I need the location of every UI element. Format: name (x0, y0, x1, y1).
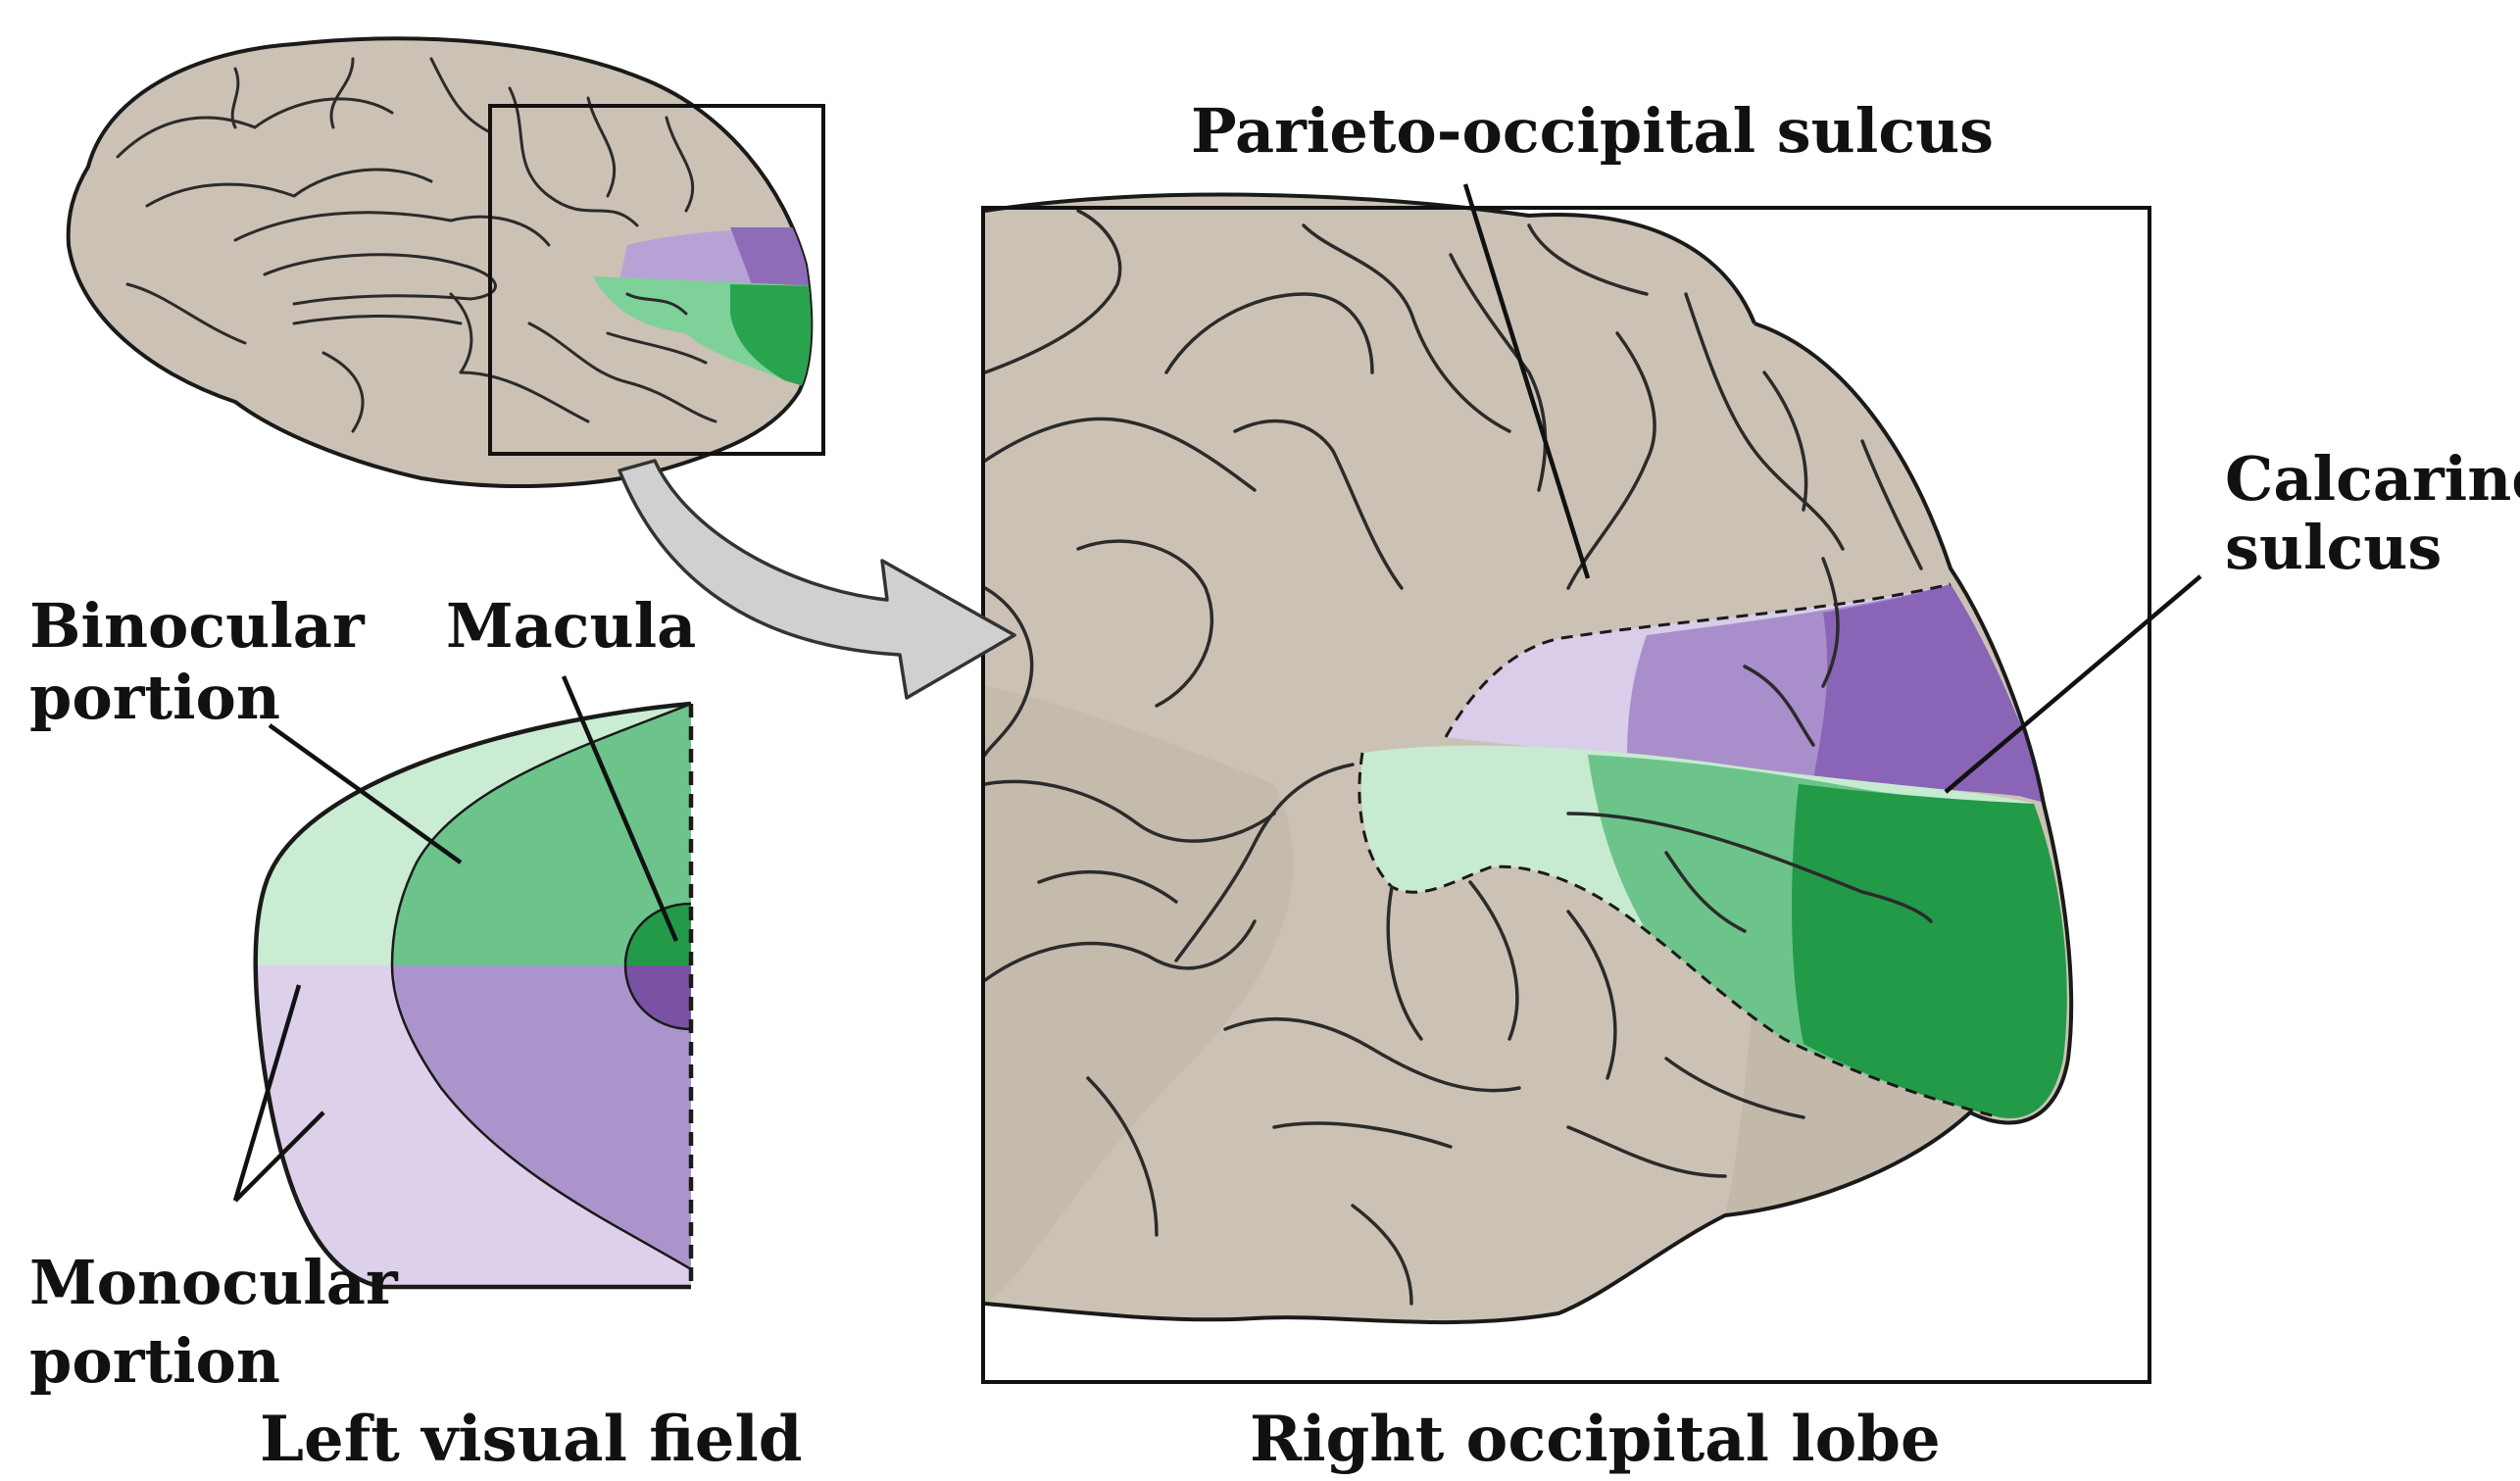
magnify-arrow (619, 461, 1014, 698)
label-macula: Macula (446, 590, 696, 662)
caption-right-occipital-lobe: Right occipital lobe (1250, 1403, 1941, 1476)
label-parieto-occipital-sulcus: Parieto-occipital sulcus (1191, 95, 1994, 167)
left-visual-field-diagram (245, 686, 696, 1299)
label-binocular-line1: Binocular (29, 590, 366, 662)
label-calcarine-line2: sulcus (2225, 512, 2442, 583)
label-calcarine-line1: Calcarine (2225, 443, 2520, 515)
caption-left-visual-field: Left visual field (260, 1403, 803, 1476)
label-binocular-line2: portion (29, 662, 280, 733)
label-monocular-line1: Monocular (29, 1247, 399, 1318)
occipital-lobe-illustration (985, 195, 2071, 1323)
label-monocular-line2: portion (29, 1325, 280, 1397)
